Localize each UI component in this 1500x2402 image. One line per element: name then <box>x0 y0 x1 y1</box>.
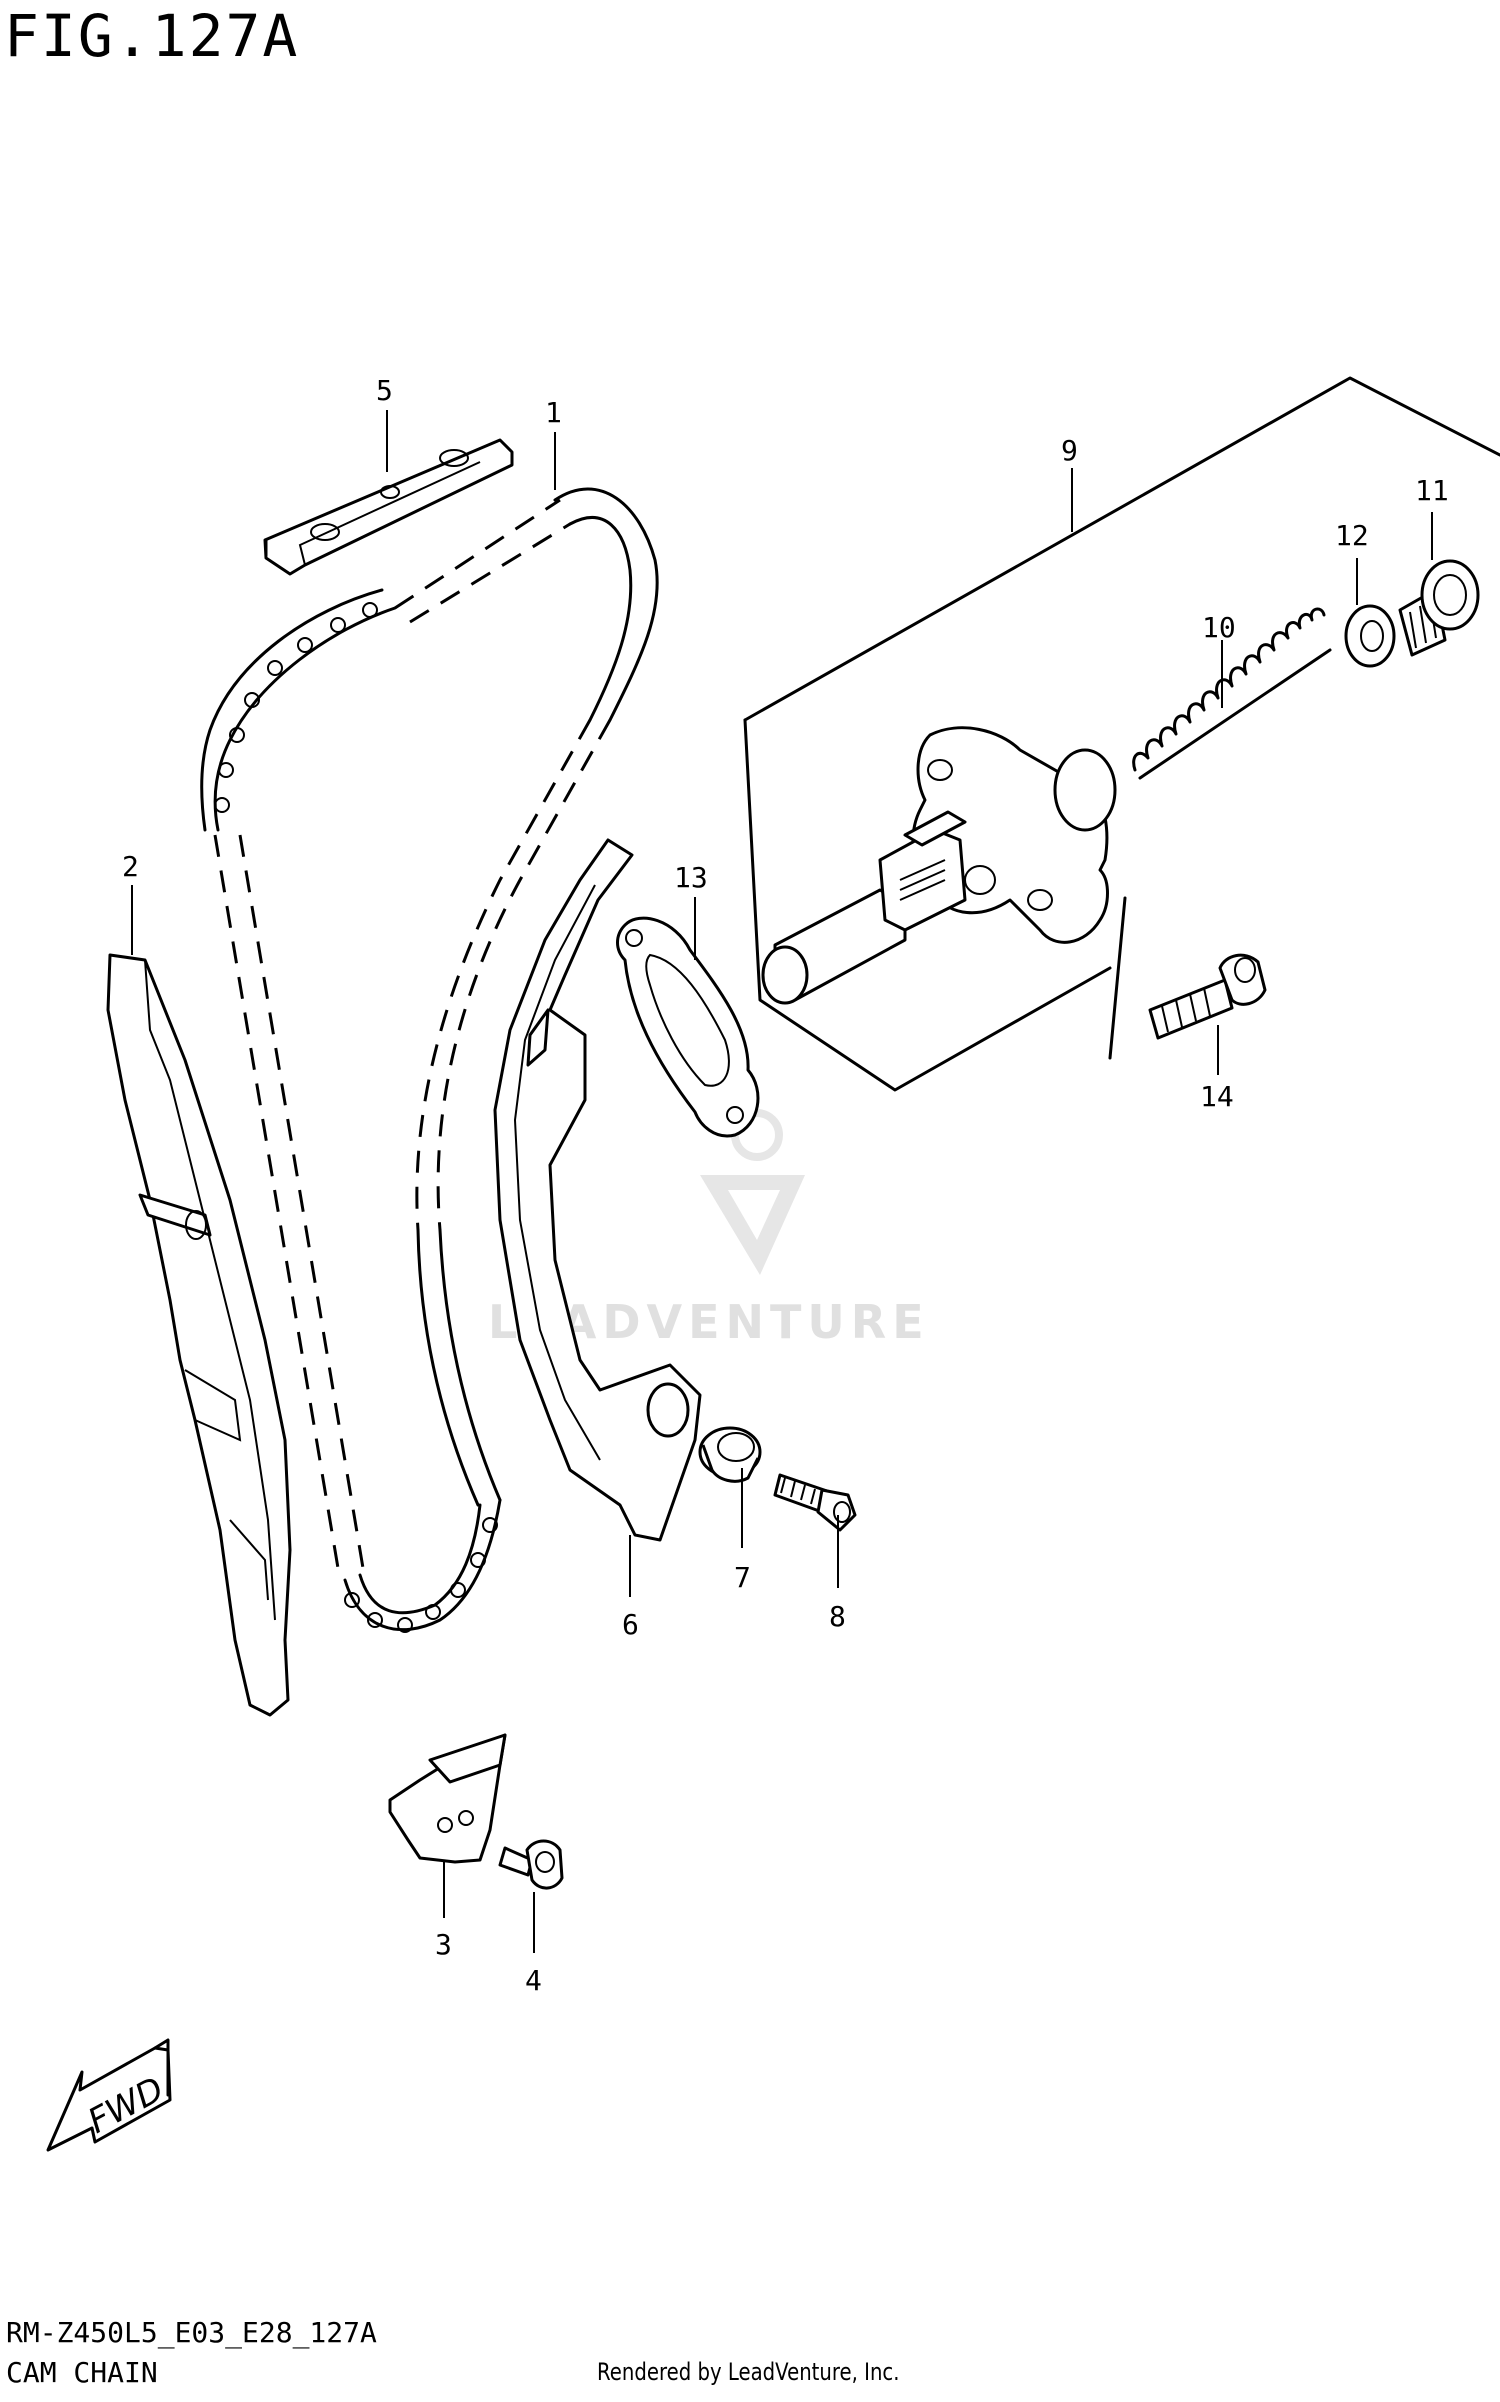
collar-7[interactable] <box>698 1426 762 1483</box>
plug-bolt-11[interactable] <box>1398 559 1480 657</box>
callout-11: 11 <box>1415 474 1449 507</box>
bracket-3[interactable] <box>388 1733 507 1864</box>
callout-2: 2 <box>122 850 139 883</box>
callout-7: 7 <box>734 1561 751 1594</box>
callout-12: 12 <box>1335 519 1369 552</box>
washer-12[interactable] <box>1344 604 1396 668</box>
spring-10[interactable] <box>1132 607 1332 780</box>
callout-5: 5 <box>376 374 393 407</box>
callout-4: 4 <box>525 1964 542 1997</box>
figure-title: FIG.127A <box>4 2 300 70</box>
cam-chain-1[interactable] <box>200 487 659 1633</box>
bolt-8[interactable] <box>773 1473 857 1532</box>
chain-guide-plate-5[interactable] <box>263 438 514 576</box>
callout-3: 3 <box>435 1928 452 1961</box>
fwd-direction-arrow: FWD <box>46 2038 172 2152</box>
callout-13: 13 <box>674 861 708 894</box>
callout-6: 6 <box>622 1608 639 1641</box>
callout-14: 14 <box>1200 1080 1234 1113</box>
gasket-13[interactable] <box>616 916 760 1138</box>
bolt-4[interactable] <box>498 1839 564 1890</box>
chain-guide-2[interactable] <box>106 953 292 1717</box>
callout-numbers: 5 1 2 9 10 12 11 13 14 7 8 6 3 4 <box>122 374 1449 1997</box>
tensioner-arm-6[interactable] <box>493 838 702 1542</box>
drawing-code: RM-Z450L5_E03_E28_127A <box>6 2316 377 2349</box>
callout-9: 9 <box>1061 434 1078 467</box>
render-credit: Rendered by LeadVenture, Inc. <box>597 2358 900 2386</box>
callout-8: 8 <box>829 1600 846 1633</box>
leader-lines <box>131 410 1433 1953</box>
bolt-14[interactable] <box>1148 953 1267 1040</box>
callout-10: 10 <box>1202 611 1236 644</box>
drawing-name: CAM CHAIN <box>6 2356 158 2389</box>
callout-1: 1 <box>545 396 562 429</box>
tensioner-assembly-9[interactable] <box>743 376 1500 1092</box>
